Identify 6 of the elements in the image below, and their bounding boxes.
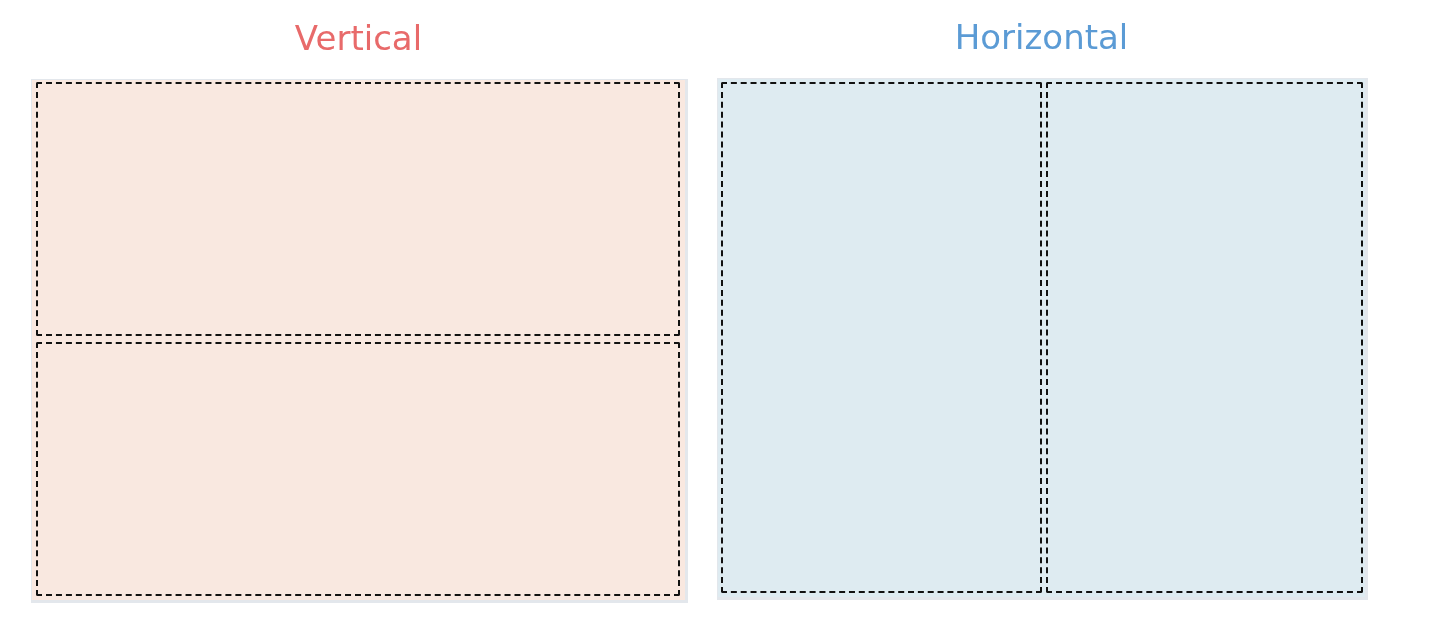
- dashed-box: [721, 82, 1042, 593]
- panel-heading: Horizontal: [954, 17, 1129, 57]
- dashed-box: [36, 82, 680, 336]
- dashed-box: [1046, 82, 1363, 593]
- dashed-box: [36, 342, 680, 596]
- panel-heading: Vertical: [294, 18, 423, 58]
